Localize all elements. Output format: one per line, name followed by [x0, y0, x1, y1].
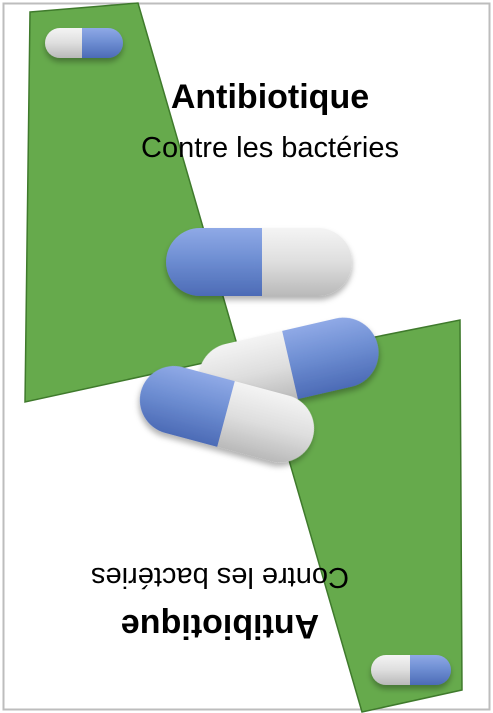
capsule-horizontal-icon: [166, 228, 352, 296]
bottom-label-rotated: Antibiotique Contre les bactéries: [40, 535, 400, 645]
bottom-title: Antibiotique: [120, 607, 320, 645]
bottom-subtitle: Contre les bactéries: [91, 561, 349, 593]
top-title: Antibiotique: [170, 78, 370, 116]
capsule-lower-icon: [139, 366, 315, 463]
top-subtitle: Contre les bactéries: [141, 132, 399, 164]
small-capsule-bottom-icon: [371, 655, 451, 685]
small-capsule-top-icon: [45, 28, 123, 58]
top-green-band: [24, 2, 241, 403]
